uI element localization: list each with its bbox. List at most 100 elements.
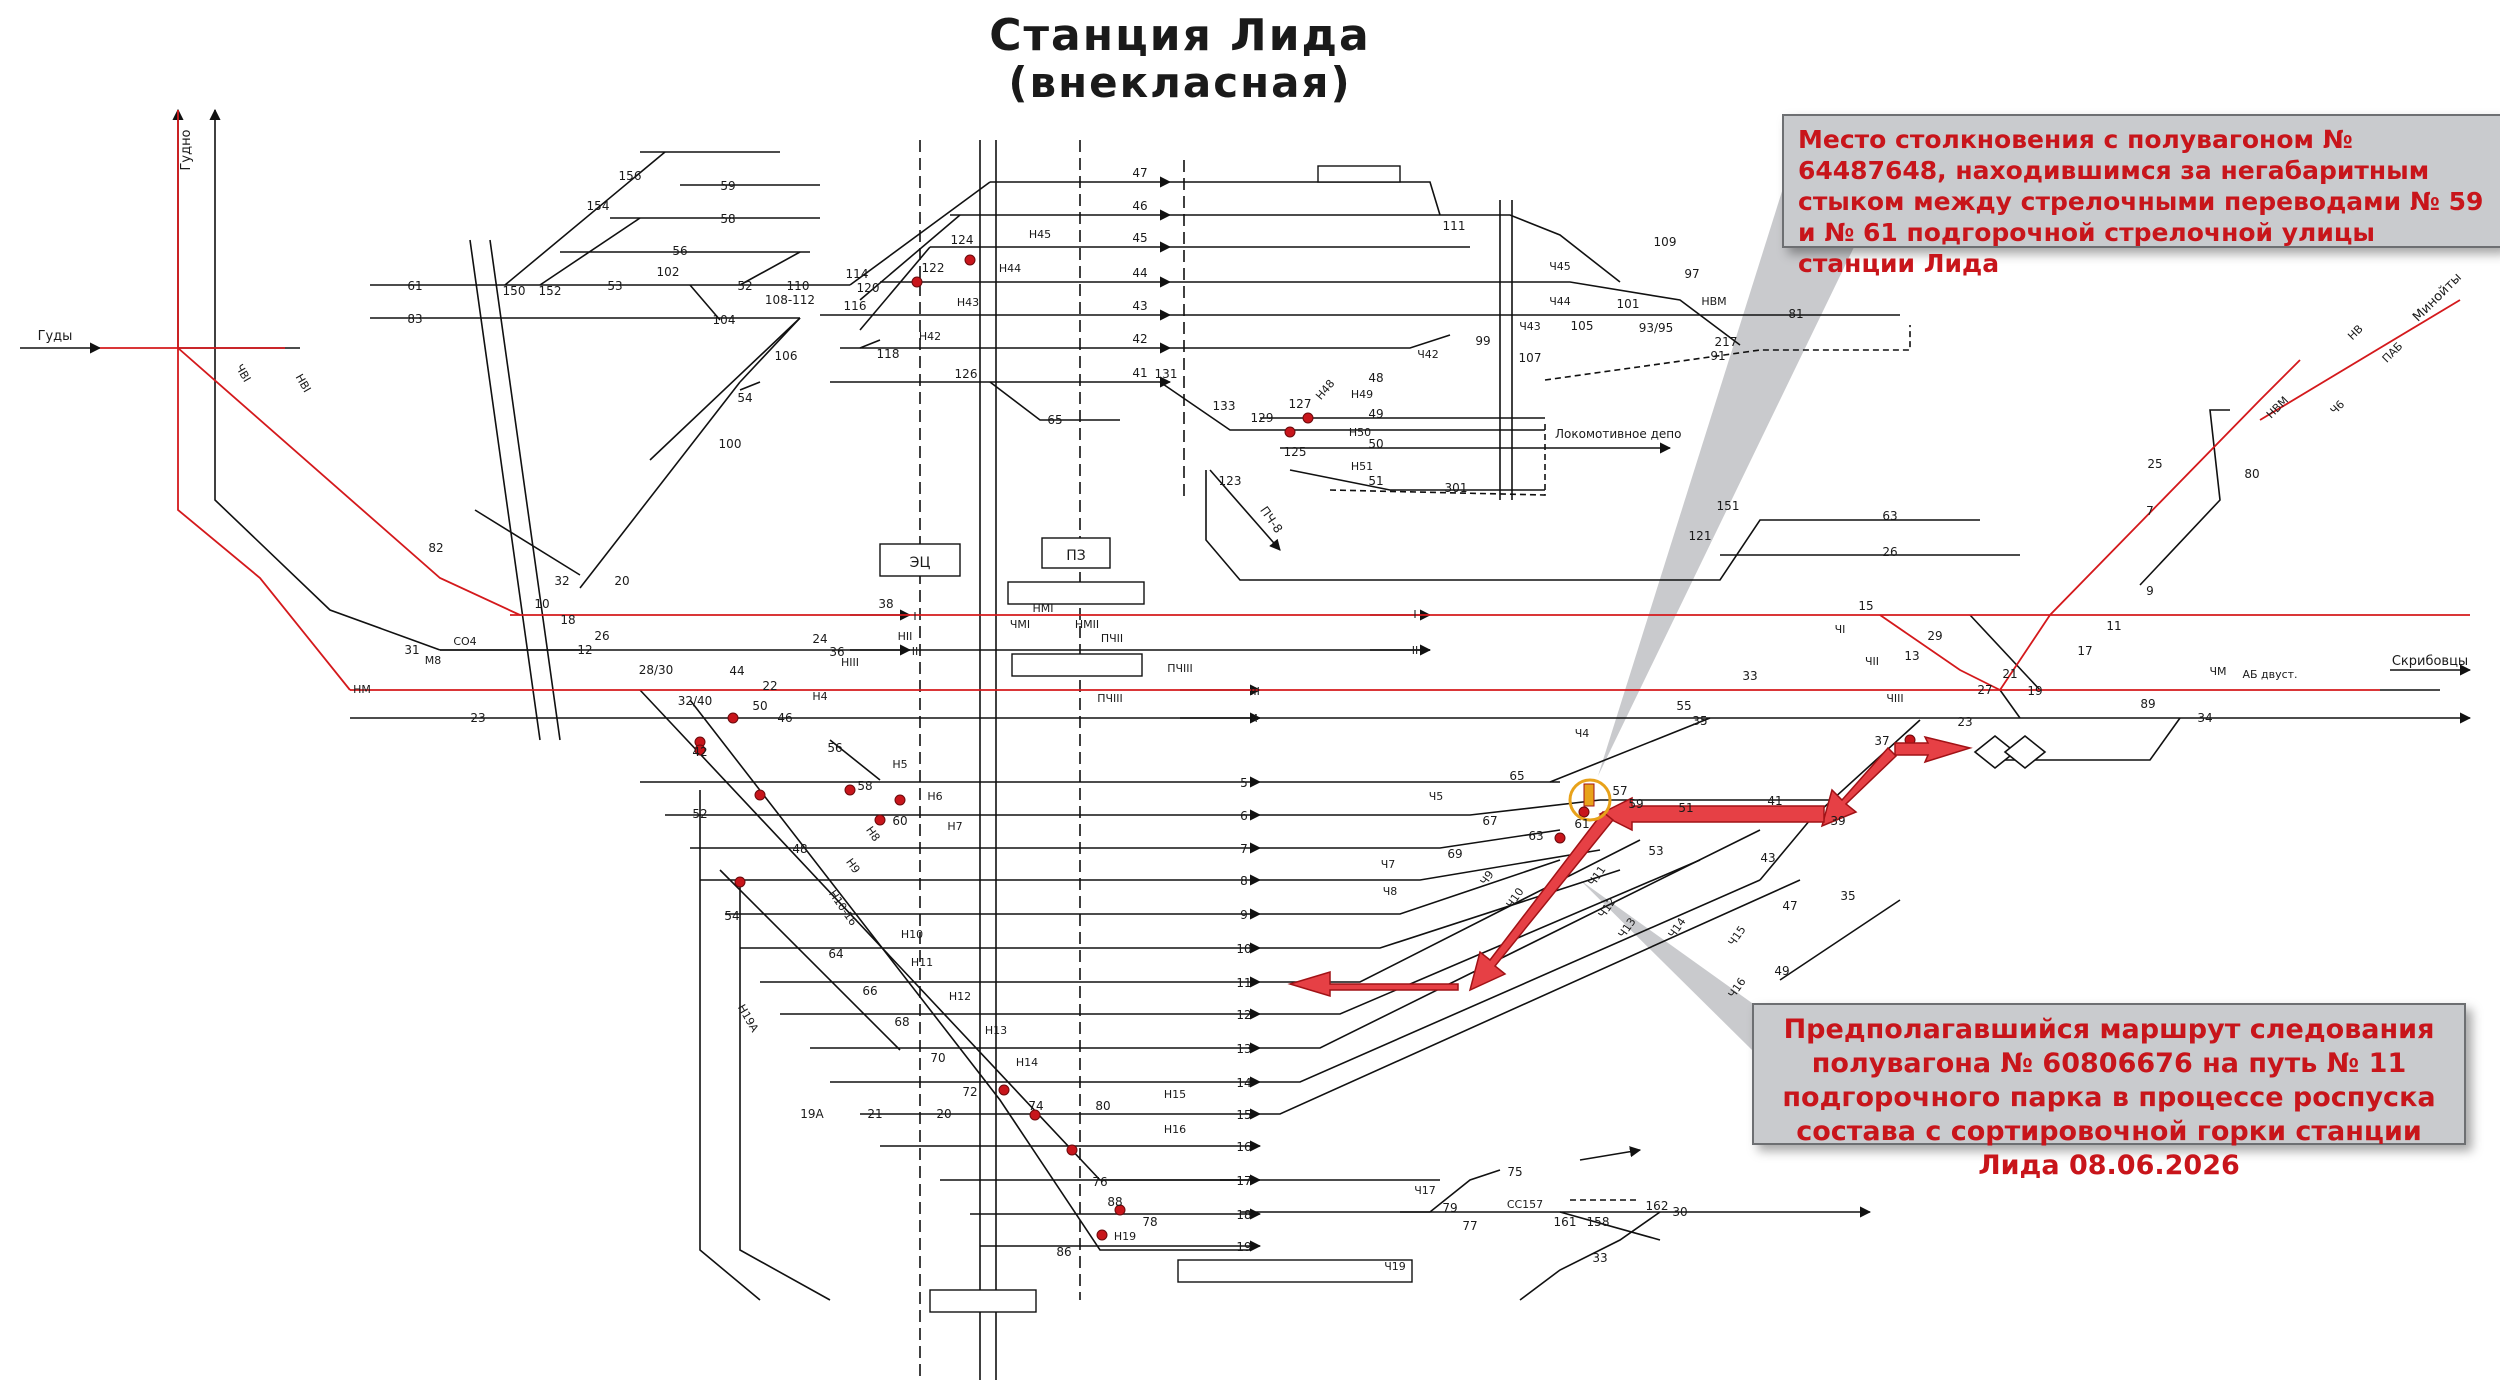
lead-54 (739, 381, 761, 391)
lead-120 (859, 246, 931, 331)
diagram-label: 44 (729, 664, 744, 678)
platform-3 (1317, 165, 1401, 183)
diagram-label: 61 (1574, 817, 1589, 831)
diagram-label: Гудно (179, 129, 194, 170)
diagram-label: Ч9 (1478, 868, 1497, 887)
diagram-label: 107 (1519, 351, 1542, 365)
lead-20 (579, 381, 741, 589)
signal-light (911, 276, 923, 288)
track-111 (1170, 181, 1441, 216)
diagram-label: 48 (1368, 371, 1383, 385)
diagram-label: Н8 (863, 824, 882, 844)
lead-110 (739, 251, 801, 286)
diagram-label: 88 (1107, 1195, 1122, 1209)
signal-light (1066, 1144, 1078, 1156)
diagram-label: 70 (930, 1051, 945, 1065)
diagram-label: 72 (962, 1085, 977, 1099)
diagram-label: ПЧ-8 (1257, 504, 1285, 536)
diagram-label: III (1250, 685, 1260, 698)
track-161 (1559, 1211, 1661, 1241)
signal-light (964, 254, 976, 266)
track-lines (20, 108, 2472, 1380)
diagram-label: 37 (1874, 734, 1889, 748)
page-title: Станция Лида (989, 10, 1371, 61)
diagram-label: Н10 (901, 928, 923, 941)
diagram-label: Ч15 (1726, 923, 1749, 948)
signal-light (1578, 806, 1590, 818)
diagram-label: Ч4 (1575, 727, 1590, 740)
fan-54 (739, 880, 831, 1301)
route-arrow-entry (1894, 735, 1973, 764)
lead-55 (1549, 717, 1711, 783)
diagram-label: 43 (1132, 299, 1147, 313)
diagram-label: 99 (1475, 334, 1490, 348)
yard-right-conn-6 (1260, 839, 1641, 983)
diagram-label: НМI (1032, 602, 1053, 615)
diagram-label: 100 (719, 437, 742, 451)
diagram-label: 61 (407, 279, 422, 293)
diagram-label: 19А (800, 1107, 824, 1121)
diagram-label: 121 (1689, 529, 1712, 543)
diagram-label: 102 (657, 265, 680, 279)
diagram-label: Н49 (1351, 388, 1373, 401)
route-mikoyty-red (2259, 299, 2461, 421)
diagram-label: 52 (737, 279, 752, 293)
diagram-label: 46 (1132, 199, 1147, 213)
diagram-label: 60 (892, 814, 907, 828)
diagram-label: I (1413, 608, 1416, 621)
diagram-label: 28/30 (639, 663, 674, 677)
diagram-label: Н51 (1351, 460, 1373, 473)
diagram-label: 56 (827, 741, 842, 755)
track-123 (1209, 469, 1281, 551)
diagram-label: Ч45 (1549, 260, 1571, 273)
diagram-label: СО4 (453, 635, 476, 648)
diagram-label: ЧМ (2209, 665, 2226, 678)
building-ec-label: ЭЦ (910, 555, 931, 571)
diagram-label: Н15 (1164, 1088, 1186, 1101)
diagram-label: Н43 (957, 296, 979, 309)
diagram-label: НII (898, 630, 913, 643)
diagram-label: 156 (619, 169, 642, 183)
diagram-label: 20 (614, 574, 629, 588)
diagram-label: Н5 (892, 758, 907, 771)
diagram-label: 93/95 (1639, 321, 1674, 335)
lead-100 (649, 317, 801, 461)
diagram-label: 34 (2197, 711, 2212, 725)
diagram-label: 63 (1882, 509, 1897, 523)
diagram-label: 162 (1646, 1199, 1669, 1213)
diagram-label: 63 (1528, 829, 1543, 843)
track-109 (1170, 214, 1621, 283)
diagram-label: 53 (1648, 844, 1663, 858)
diagram-label: 67 (1482, 814, 1497, 828)
diagram-label: 80 (2244, 467, 2259, 481)
yard-right-conn-7 (1260, 859, 1701, 1015)
diagram-label: Ч11 (1586, 863, 1609, 888)
lead-152-154 (539, 217, 641, 286)
diagram-label: 24 (812, 632, 827, 646)
signal-markers (694, 254, 1932, 1241)
diagram-label: 54 (737, 391, 752, 405)
diagram-label: ЧМI (1010, 618, 1030, 631)
diagram-label: 32/40 (678, 694, 713, 708)
diagram-label: 65 (1047, 413, 1062, 427)
signal-light (694, 744, 706, 756)
track-32 (474, 509, 581, 576)
diagram-label: АБ двуст. (2242, 668, 2297, 681)
track-branch-31 (214, 348, 441, 651)
track-33b (1519, 1211, 1661, 1301)
track-89 (1990, 717, 2181, 761)
diagram-label: Н50 (1349, 426, 1371, 439)
diagram-label: Н48 (1313, 377, 1337, 402)
overpass-left-1 (469, 239, 541, 741)
diagram-label: 6 (1240, 809, 1248, 823)
diagram-label: Ч42 (1417, 348, 1439, 361)
diagram-label: 13 (1904, 649, 1919, 663)
diagram-label: 101 (1617, 297, 1640, 311)
diagram-label: 97 (1684, 267, 1699, 281)
diagram-label: НМ (353, 683, 371, 696)
diagram-label: 17 (2077, 644, 2092, 658)
diagram-label: 32 (554, 574, 569, 588)
diagram-label: 69 (1447, 847, 1462, 861)
diagram-label: 57 (1612, 784, 1627, 798)
building-pz (1041, 537, 1111, 569)
